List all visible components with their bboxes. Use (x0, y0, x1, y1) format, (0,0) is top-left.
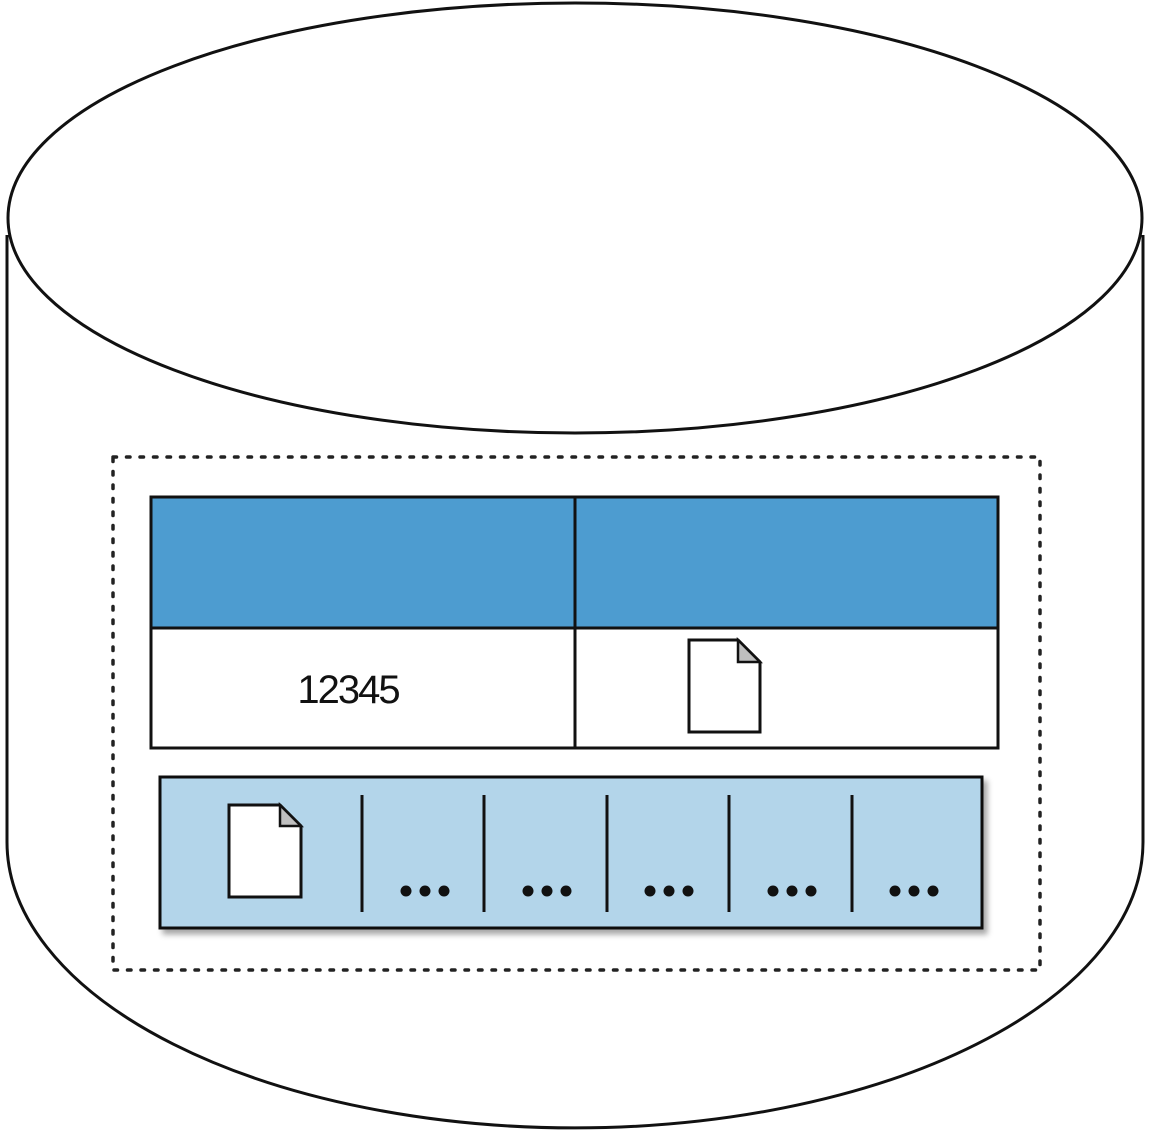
ellipsis-cell: ... (889, 885, 939, 897)
strip-ellipsis-cells: ............... (400, 885, 939, 897)
document-icon (227, 801, 305, 899)
ellipsis-dot (644, 885, 656, 897)
ellipsis-cell: ... (400, 885, 450, 897)
cylinder-body (5, 235, 1145, 1130)
ellipsis-dot (927, 885, 939, 897)
ellipsis-dot (786, 885, 798, 897)
ellipsis-dot (438, 885, 450, 897)
ellipsis-cell: ... (767, 885, 817, 897)
ellipsis-dot (419, 885, 431, 897)
ellipsis-dot (908, 885, 920, 897)
strip-cell-dividers (360, 795, 854, 912)
ellipsis-cell: ... (644, 885, 694, 897)
document-icon (687, 636, 764, 734)
cylinder-top (6, 1, 1144, 435)
ellipsis-dot (541, 885, 553, 897)
ellipsis-dot (805, 885, 817, 897)
ellipsis-dot (560, 885, 572, 897)
ellipsis-dot (889, 885, 901, 897)
ellipsis-cell: ... (522, 885, 572, 897)
ellipsis-dot (767, 885, 779, 897)
value-strip: ............... (158, 775, 984, 930)
ellipsis-dot (522, 885, 534, 897)
ellipsis-dot (400, 885, 412, 897)
dotted-group-border (111, 455, 1042, 972)
key-value-table: 12345 (149, 495, 1000, 750)
ellipsis-dot (682, 885, 694, 897)
table-key-cell: 12345 (297, 668, 399, 712)
ellipsis-dot (663, 885, 675, 897)
